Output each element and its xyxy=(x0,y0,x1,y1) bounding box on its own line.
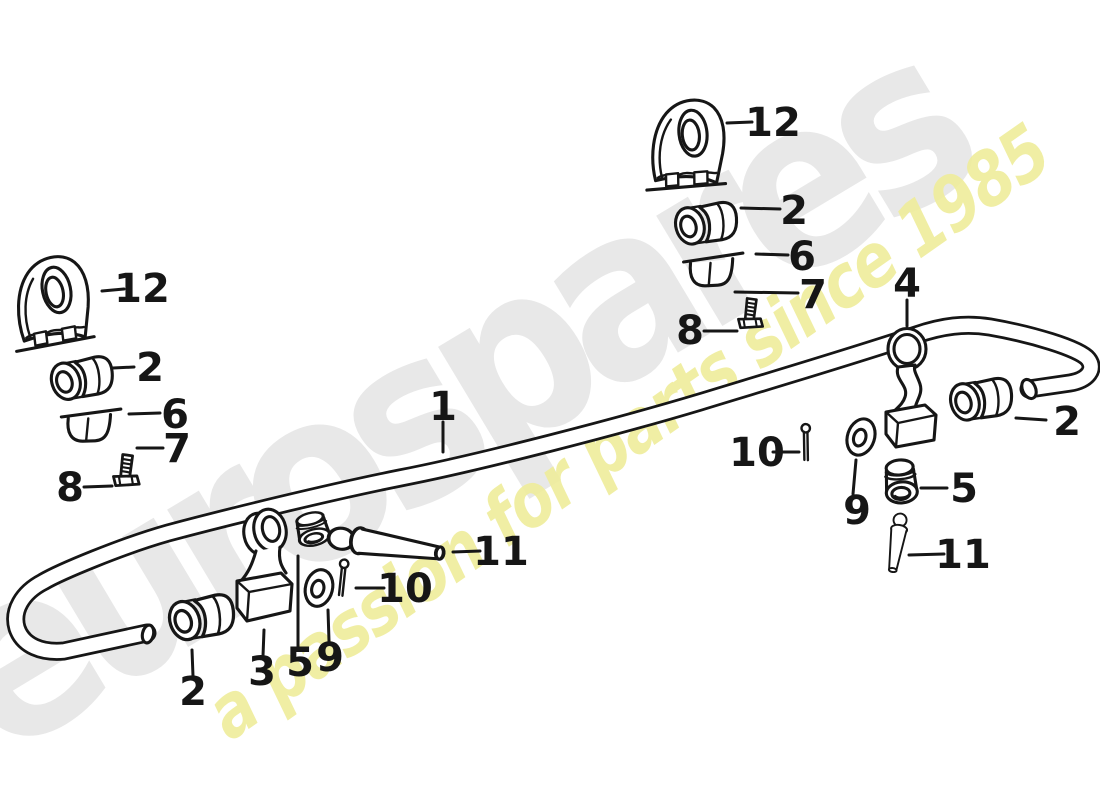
part-3-link xyxy=(235,507,294,623)
part-label-5-right: 5 xyxy=(950,466,978,512)
watermark-brand-text: eurospares xyxy=(0,0,1014,800)
part-label-2-left: 2 xyxy=(136,345,164,391)
part-11-ball-pin-right xyxy=(887,512,909,574)
leader-line-12-mid xyxy=(725,120,754,125)
part-9-washer-bottom xyxy=(303,568,335,608)
part-9-washer-right xyxy=(845,417,877,457)
leader-line-2-mid xyxy=(739,206,782,211)
leader-line-2-right xyxy=(1014,416,1048,422)
leader-line-8-left xyxy=(82,484,114,489)
part-label-3: 3 xyxy=(248,649,276,695)
part-1-stabilizer-bar xyxy=(6,315,1100,661)
part-11-ball-pin-bottom xyxy=(326,526,446,561)
part-label-9-right: 9 xyxy=(843,488,871,534)
leader-line-2-left xyxy=(111,365,136,370)
part-2-bushing-right xyxy=(948,376,1014,422)
part-label-7-left: 7 xyxy=(163,426,191,472)
part-10-cotter-pin-right xyxy=(800,422,812,462)
leader-line-6-mid xyxy=(754,252,790,257)
leader-line-9-bottom xyxy=(326,608,331,643)
leader-line-11-bottom xyxy=(451,549,482,554)
part-5-bushing-bottom xyxy=(295,511,332,548)
part-label-2-mid: 2 xyxy=(780,188,808,234)
part-label-12-mid: 12 xyxy=(745,100,801,146)
leader-line-9-right xyxy=(851,458,858,496)
part-5-bushing-right xyxy=(884,458,919,505)
part-2-bushing-bottom xyxy=(167,593,236,642)
leader-line-11-right xyxy=(907,552,946,557)
part-label-7-mid: 7 xyxy=(799,272,827,318)
leader-line-3 xyxy=(261,628,266,658)
leader-line-7-mid xyxy=(733,290,800,295)
part-label-10-bottom: 10 xyxy=(377,566,433,612)
leader-line-2-bottom xyxy=(190,648,195,678)
part-label-1: 1 xyxy=(429,384,457,430)
part-10-cotter-pin-bottom xyxy=(337,558,350,597)
part-label-4: 4 xyxy=(893,261,921,307)
part-label-11-bottom: 11 xyxy=(473,529,529,575)
part-6-saddle-middle xyxy=(681,251,745,288)
part-12-bracket-middle xyxy=(645,98,728,192)
part-label-12-left: 12 xyxy=(114,266,170,312)
part-label-10-right: 10 xyxy=(729,430,785,476)
part-label-2-bottom: 2 xyxy=(179,669,207,715)
part-label-8-left: 8 xyxy=(56,465,84,511)
part-8-bolt-left xyxy=(112,453,141,488)
bar-left-end-cap xyxy=(140,623,156,645)
part-8-bolt-middle xyxy=(737,297,765,330)
part-label-8-mid: 8 xyxy=(676,308,704,354)
leader-line-6-left xyxy=(127,411,162,416)
part-2-bushing-middle xyxy=(673,200,739,246)
part-label-9-bottom: 9 xyxy=(316,635,344,681)
part-6-saddle-left xyxy=(59,407,123,443)
bar-right-end-cap xyxy=(1020,377,1038,401)
part-12-bracket-left xyxy=(15,255,96,353)
part-label-2-right: 2 xyxy=(1053,399,1081,445)
part-4-clamp xyxy=(884,326,938,449)
leader-line-12-left xyxy=(100,287,126,293)
part-label-6-left: 6 xyxy=(161,392,189,438)
part-2-bushing-left xyxy=(49,355,114,401)
part-label-6-mid: 6 xyxy=(788,234,816,280)
part-label-11-right: 11 xyxy=(935,532,991,578)
part-label-5-bottom: 5 xyxy=(286,640,314,686)
